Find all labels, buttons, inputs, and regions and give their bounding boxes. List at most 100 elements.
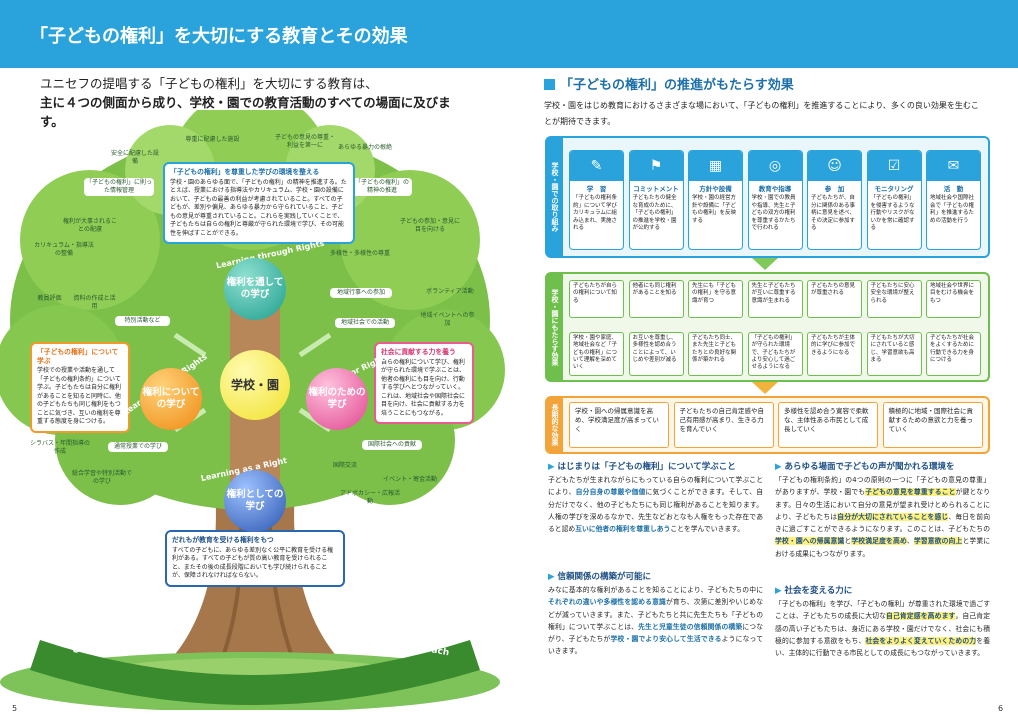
leaf-label: 安全に配慮した設備	[110, 150, 159, 165]
highlight-text: 学校・園への帰属意識	[775, 537, 845, 546]
s4-body: 「子どもの権利」を学び、「子どもの権利」が尊重された環境で過ごすことは、子どもた…	[775, 598, 990, 659]
leaf-label: カリキュラム・指導法の整備	[34, 242, 94, 257]
body-text: 、毎日を前向きに過ごすことができるようになります。このことは、子どもたちの	[775, 512, 990, 534]
longterm-cell: 積極的に地域・国際社会に貢献するための意欲と力を養っていく	[882, 402, 983, 448]
box-learn-for: 社会に貢献する力を養う 自らの権利について学び、権利が守られた環境で学ぶことは、…	[374, 342, 474, 424]
body-text: みなに基本的な権利があることを知ることにより、子どもたちの中に	[548, 586, 763, 594]
action-card-title: 参 加	[824, 185, 845, 193]
ball-as-right: 権利としての学び	[224, 470, 286, 532]
page-number-left: 5	[12, 704, 18, 713]
action-card-title: コミットメント	[633, 185, 679, 193]
action-card: ☺ 参 加子どもたちが、自分に関係のある事柄に意見を述べ、その決定に参加する	[807, 150, 862, 250]
page-number-right: 6	[998, 704, 1004, 713]
body-text: が鍵となります。日々の生活において自分の意見が望まれ受けとめられることにより、子…	[775, 488, 991, 521]
leaf-label: 子どもの意見の尊重・利益を第一に	[275, 134, 336, 149]
action-card-icon: ⚑	[629, 151, 683, 181]
leaf-label: 子どもの参加・意見に目を向ける	[400, 218, 461, 233]
body-text: に気づくことができます。そして、自分だけでなく、他の子どもたちにも同じ権利がある…	[548, 488, 764, 534]
leaf-label: 「子どもの権利」の精神の推進	[352, 178, 412, 196]
down-arrow-icon	[752, 382, 778, 394]
leaf-label: 地域社会での活動	[335, 318, 395, 328]
leaf-label: ボランティア活動	[426, 288, 474, 295]
highlight-text: 先生と児童生徒の信頼関係の構築	[638, 622, 743, 631]
leaf-label: 国際交流	[332, 462, 357, 469]
action-card-title: 活 動	[943, 185, 964, 193]
action-card-icon: ◎	[748, 151, 802, 181]
highlight-text: 自分自身の尊厳や価値	[575, 488, 646, 497]
row-actions-label: 学校・園での取り組み	[547, 138, 563, 256]
box-learn-as-body: すべての子どもに、あらゆる差別なく公平に教育を受ける権利がある。すべての子どもが…	[172, 546, 334, 580]
action-card-body: 学校・園の経営方針や設備に「子どもの権利」を反映する	[692, 195, 737, 224]
action-card-body: 子どもたちの健全な育成のために、「子どもの権利」の推進を学校・園が公約する	[632, 195, 677, 231]
highlight-text: 学習意欲の向上	[913, 537, 963, 546]
body-text: を養い、主体的に行動できる市民としての成長にもつながっていきます。	[775, 636, 991, 658]
body-text: ようになっていきます。	[548, 635, 763, 656]
highlight-text: それぞれの違いや多様性を認める意識	[548, 598, 666, 607]
effect-cell: 学校・園や家庭、地域社会など「子どもの権利」について理解を深めていく	[569, 332, 624, 376]
leaf-label: イベント・寄金活動	[382, 476, 437, 483]
body-text: と学業における成果にもつながります。	[775, 537, 991, 558]
effect-cell: 子どもたちが大切にされていると感じ、学習意欲も高まる	[866, 332, 922, 376]
action-card-icon: ✎	[570, 151, 623, 181]
action-card-body: 「子どもの権利」を侵害するような行動やリスクがないかを常に確認する	[870, 195, 915, 231]
effect-cell: 他者にも同じ権利があることを知る	[628, 280, 684, 318]
leaf-label: シラバス・年間指導の作成	[30, 440, 90, 455]
row-longterm-label: 長期的な効果	[547, 398, 563, 452]
body-text: 、	[906, 537, 914, 546]
page-header: 「子どもの権利」を大切にする教育とその効果	[0, 0, 1018, 68]
ball-about-rights: 権利についての学び	[140, 368, 202, 430]
leaf-label: 権利が大事されることの配慮	[62, 218, 117, 233]
body-text: と	[844, 537, 852, 546]
box-learn-as-title: だれもが教育を受ける権利をもつ	[172, 536, 274, 544]
effect-cell: 先生と子どもたちが互いに尊重する意識が生まれる	[747, 280, 803, 318]
section-intro: 学校・園をはじめ教育におけるさまざまな場において、「子どもの権利」を推進すること…	[544, 101, 979, 126]
body-text: 。自己肯定感の高い子どもたちは、身近にある学校・園だけでなく、社会にも積極的に参…	[775, 612, 991, 645]
s2-heading: 信頼関係の構築が可能に	[548, 570, 652, 582]
highlight-text: 社会をよりよく変えていくための力	[865, 636, 977, 645]
effect-cell: 子どもたち同士、また先生と子どもたちとの良好な関係が築かれる	[688, 332, 743, 376]
down-arrow-icon	[752, 258, 778, 270]
highlight-text: 自分が大切にされていることを感じ	[837, 512, 949, 521]
box-learn-for-body: 自らの権利について学び、権利が守られた環境で学ぶことは、他者の権利にも目を向け、…	[381, 358, 466, 417]
effects-diagram: 学校・園での取り組み ✎学 習「子どもの権利条約」について学びカリキュラムに組み…	[545, 136, 990, 456]
leaf-label: 教員評価	[37, 295, 62, 302]
s4-heading: 社会を変える力に	[775, 584, 853, 596]
title-square-icon	[544, 79, 555, 90]
highlight-text: 互いに他者の権利を尊重しあう	[575, 525, 671, 534]
highlight-text: 子どもの意見を尊重すること	[865, 488, 956, 497]
body-text: 「子どもの権利条約」の4つの原則の一つに「子どもの意見の尊重」がありますが、学校…	[775, 476, 990, 497]
action-card-title: 学 習	[586, 185, 607, 193]
body-text: が育ち、次第に差別やいじめなどが減っていきます。また、子どもたちと共に先生たちも…	[548, 598, 764, 631]
action-card-icon: ☺	[808, 151, 861, 181]
lead-line-2: 主に４つの側面から成り、学校・園での教育活動のすべての場面に及びます。	[40, 95, 451, 129]
longterm-cell: 学校・園への帰属意識を高め、学校満足度が高まっていく	[569, 402, 669, 448]
leaf-label: 地域イベントへの参加	[420, 312, 475, 327]
action-card-title: 方針や設備	[699, 185, 732, 193]
body-text: 「子どもの権利」を学び、「子どもの権利」が尊重された環境で過ごすことは、子どもた…	[775, 600, 990, 621]
s2-body: みなに基本的な権利があることを知ることにより、子どもたちの中にそれぞれの違いや多…	[548, 584, 763, 658]
effect-cell: 「子どもの権利」が守られた環境で、子どもたちがより安心して過ごせるようになる	[747, 332, 803, 376]
action-card-icon: ✉	[927, 151, 980, 181]
effect-cell: お互いを尊重し、多様性を認め合うことによって、いじめや差別が減る	[628, 332, 684, 376]
body-text: ことを学んでいきます。	[670, 525, 745, 534]
body-text: につながり、子どもたちが	[548, 622, 764, 644]
box-environment-title: 「子どもの権利」を尊重した学びの環境を整える	[170, 168, 320, 176]
tree-illustration: 安全に配慮した設備 尊重に配慮した施設 子どもの意見の尊重・利益を第一に あらゆ…	[0, 110, 509, 710]
leaf-label: 総合学習や特別活動での学び	[72, 470, 133, 485]
effect-cell: 子どもたちの意見が尊重される	[807, 280, 862, 318]
leaf-label: 尊重に配慮した施設	[185, 136, 240, 143]
ball-school: 学校・園	[220, 350, 290, 420]
ball-through-rights: 権利を通しての学び	[224, 258, 286, 320]
action-card-body: 地域社会や国際社会で「子どもの権利」を推進するための活動を行う	[930, 195, 975, 224]
page-title: 「子どもの権利」を大切にする教育とその効果	[30, 26, 408, 47]
action-card-title: モニタリング	[874, 185, 914, 193]
leaf-label: あらゆる暴力の根絶	[337, 144, 392, 151]
longterm-cell: 子どもたちの自己肯定感や自己有用感が高まり、生きる力を育んでいく	[673, 402, 774, 448]
action-card-body: 子どもたちが、自分に関係のある事柄に意見を述べ、その決定に参加する	[811, 195, 856, 231]
section-title: 「子どもの権利」の推進がもたらす効果	[544, 74, 794, 93]
action-card: ☑モニタリング「子どもの権利」を侵害するような行動やリスクがないかを常に確認する	[866, 150, 922, 250]
leaf-label: 資料の作成と活用	[73, 295, 116, 310]
leaf-label: 通常授業での学び	[108, 442, 168, 452]
box-learn-for-title: 社会に貢献する力を養う	[381, 348, 456, 356]
s3-body: 「子どもの権利条約」の4つの原則の一つに「子どもの意見の尊重」がありますが、学校…	[775, 474, 990, 560]
